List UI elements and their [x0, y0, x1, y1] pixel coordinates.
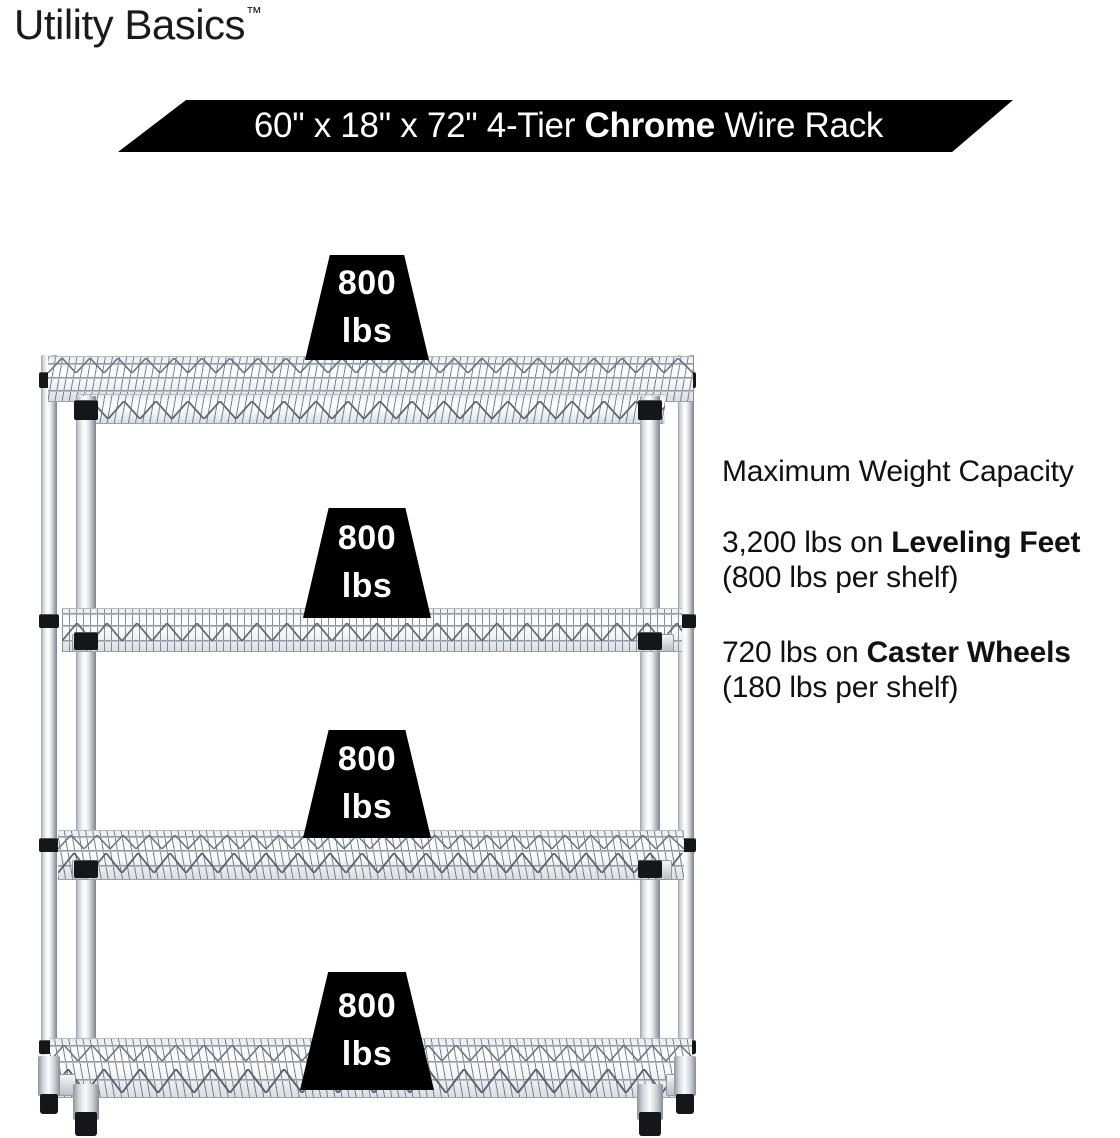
banner-dimensions: 60" x 18" x 72" 4-Tier	[253, 106, 576, 145]
collar-rear-left-s2	[39, 614, 59, 628]
shelf-1-truss-upper	[48, 358, 693, 373]
shelf-3-rail-c	[58, 865, 684, 867]
shelf-tier-1	[48, 356, 693, 424]
banner-highlight: Chrome	[584, 106, 716, 145]
post-rear-right	[678, 355, 694, 1055]
shelf-2-rail-c	[62, 640, 682, 642]
weight-badge-2-value: 800	[337, 519, 397, 558]
leveling-foot-rear-right	[676, 1094, 694, 1114]
leveling-detail: (800 lbs per shelf)	[722, 560, 959, 594]
collar-front-left-s2	[74, 632, 98, 650]
weight-badge-tier-4: 800 lbs	[300, 972, 434, 1090]
leveling-foot-front-left	[75, 1112, 97, 1136]
shelf-2-rail-b	[62, 625, 682, 627]
collar-front-left-top	[74, 400, 98, 420]
post-front-left	[76, 396, 96, 1136]
weight-badge-tier-2: 800 lbs	[303, 508, 431, 618]
caster-detail: (180 lbs per shelf)	[722, 671, 959, 705]
weight-badge-tier-1: 800 lbs	[305, 255, 429, 360]
collar-rear-left-s3	[39, 838, 59, 852]
weight-badge-4-value: 800	[337, 987, 397, 1026]
weight-badge-4-unit: lbs	[341, 1035, 393, 1073]
shelf-1-front-ribs	[76, 395, 665, 423]
weight-badge-1-value: 800	[337, 263, 397, 302]
shelf-1-rail-a	[48, 363, 693, 365]
banner-suffix: Wire Rack	[724, 106, 884, 145]
shelf-2-truss	[62, 623, 682, 641]
leveling-sleeve-rear-left	[38, 1056, 60, 1096]
spec-heading: Maximum Weight Capacity	[722, 455, 1074, 488]
product-title-text: 60" x 18" x 72" 4-Tier Chrome Wire Rack	[118, 100, 1013, 152]
shelf-3-ribs	[58, 831, 684, 879]
leveling-foot-front-right	[639, 1112, 661, 1136]
shelf-1-front-lip	[76, 394, 665, 424]
leveling-emphasis: Leveling Feet	[891, 525, 1081, 559]
leveling-foot-rear-left	[40, 1094, 58, 1114]
weight-badge-1-unit: lbs	[341, 311, 393, 350]
weight-badge-3-value: 800	[337, 740, 397, 779]
leveling-sleeve-rear-right	[674, 1056, 696, 1096]
collar-front-left-s3	[74, 860, 98, 878]
product-illustration: 800 lbs 800 lbs 800 lbs 800 lbs	[38, 255, 696, 1136]
spec-caster-wheels: 720 lbs on Caster Wheels (180 lbs per sh…	[722, 635, 1120, 705]
spec-leveling-feet: 3,200 lbs on Leveling Feet (800 lbs per …	[722, 525, 1120, 595]
shelf-3-truss-lower	[58, 853, 684, 873]
weight-badge-2-unit: lbs	[341, 567, 393, 605]
product-title-banner: 60" x 18" x 72" 4-Tier Chrome Wire Rack	[118, 100, 1013, 152]
post-front-right	[640, 396, 660, 1136]
caster-emphasis: Caster Wheels	[866, 636, 1071, 670]
shelf-1-rail-b	[48, 377, 693, 379]
leveling-total: 3,200 lbs on	[722, 525, 892, 559]
shelf-1-truss-lower	[76, 401, 665, 419]
shelf-4-truss-upper	[50, 1045, 692, 1061]
caster-total: 720 lbs on	[722, 636, 867, 670]
spec-copy-block: Maximum Weight Capacity 3,200 lbs on Lev…	[722, 455, 1120, 745]
shelf-3-deck	[58, 830, 684, 880]
shelf-3-rail-b	[58, 850, 684, 852]
trademark-symbol: ™	[246, 5, 263, 22]
weight-badge-tier-3: 800 lbs	[303, 730, 431, 838]
collar-front-right-top	[638, 400, 662, 420]
brand-logo: Utility Basics™	[14, 1, 263, 48]
weight-badge-3-unit: lbs	[341, 788, 393, 826]
shelf-1-rail-c	[48, 390, 693, 392]
collar-front-right-s2	[638, 632, 662, 650]
collar-front-right-s3	[638, 860, 662, 878]
post-rear-left	[41, 355, 57, 1055]
brand-name: Utility Basics	[14, 1, 246, 48]
shelf-tier-3	[58, 830, 684, 880]
